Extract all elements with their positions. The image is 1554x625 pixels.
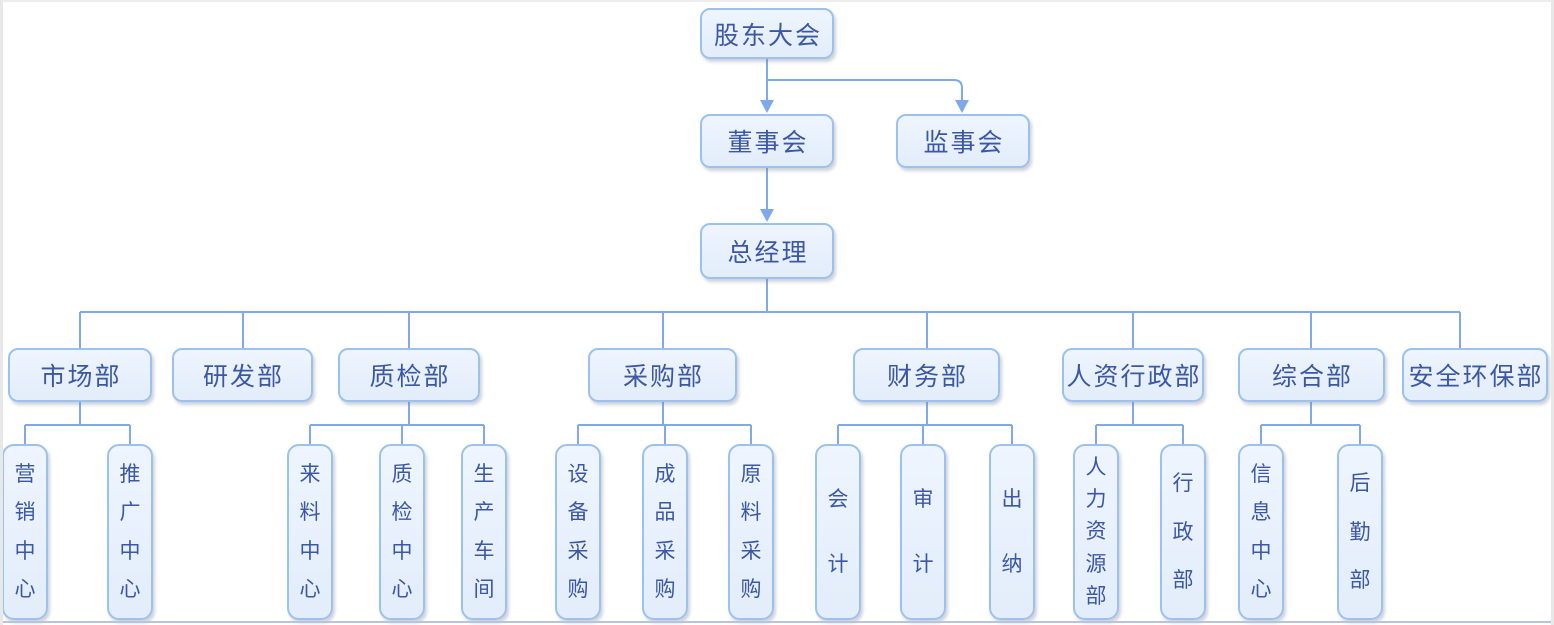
node-procurement-dept[interactable]: 采购部	[588, 348, 737, 402]
node-label: 设备采购	[567, 461, 589, 602]
node-information-center[interactable]: 信息中心	[1238, 444, 1284, 620]
node-marketing-center[interactable]: 营销中心	[2, 444, 48, 620]
node-label: 会计	[827, 487, 849, 576]
node-raw-materials-procurement[interactable]: 原料采购	[728, 444, 774, 620]
node-label: 营销中心	[14, 461, 36, 602]
node-finished-goods-procurement[interactable]: 成品采购	[642, 444, 688, 620]
node-label: 财务部	[886, 364, 968, 391]
node-label: 成品采购	[654, 461, 676, 602]
connector-hr-admin-children	[1095, 402, 1184, 445]
node-label: 股东大会	[713, 22, 822, 50]
node-label: 来料中心	[299, 461, 321, 602]
node-label: 行政部	[1172, 471, 1194, 592]
node-label: 质检中心	[391, 461, 413, 602]
node-label: 推广中心	[119, 461, 141, 602]
node-human-resources-dept[interactable]: 人力资源部	[1073, 444, 1119, 620]
node-quality-dept[interactable]: 质检部	[338, 348, 480, 402]
connector-marketing-children	[24, 402, 131, 445]
arrowhead-gm-icon	[760, 209, 774, 222]
node-label: 市场部	[40, 364, 122, 391]
connector-procurement-children	[577, 402, 752, 445]
node-general-manager[interactable]: 总经理	[700, 223, 834, 279]
node-logistics-dept[interactable]: 后勤部	[1337, 444, 1383, 620]
node-label: 研发部	[202, 364, 284, 391]
node-general-affairs-dept[interactable]: 综合部	[1238, 348, 1385, 402]
node-label: 人资行政部	[1066, 364, 1202, 391]
node-incoming-materials-center[interactable]: 来料中心	[287, 444, 333, 620]
connector-general-affairs-children	[1260, 402, 1361, 445]
connector-shareholders-to-supervisory	[767, 79, 963, 101]
node-hr-admin-dept[interactable]: 人资行政部	[1062, 348, 1204, 402]
node-label: 出纳	[1001, 487, 1023, 576]
node-finance-dept[interactable]: 财务部	[853, 348, 1000, 402]
node-label: 安全环保部	[1408, 364, 1544, 391]
node-label: 生产车间	[473, 461, 495, 602]
node-label: 质检部	[369, 364, 451, 391]
node-audit[interactable]: 审计	[900, 444, 946, 620]
connector-gm-to-departments	[79, 279, 1461, 348]
connector-quality-children	[309, 402, 485, 445]
node-label: 信息中心	[1250, 461, 1272, 602]
canvas-bottom-edge	[0, 621, 1554, 623]
node-quality-inspection-center[interactable]: 质检中心	[379, 444, 425, 620]
node-supervisory-board[interactable]: 监事会	[896, 114, 1030, 168]
node-safety-env-dept[interactable]: 安全环保部	[1402, 348, 1548, 402]
node-label: 后勤部	[1349, 471, 1371, 592]
connector-finance-children	[837, 402, 1013, 445]
node-label: 综合部	[1271, 364, 1353, 391]
node-production-workshop[interactable]: 生产车间	[461, 444, 507, 620]
node-label: 原料采购	[740, 461, 762, 602]
node-label: 监事会	[923, 130, 1005, 157]
node-shareholders-meeting[interactable]: 股东大会	[700, 8, 834, 59]
node-board-of-directors[interactable]: 董事会	[700, 114, 834, 168]
node-promotion-center[interactable]: 推广中心	[107, 444, 153, 620]
node-label: 审计	[912, 487, 934, 576]
node-label: 采购部	[622, 364, 704, 391]
node-marketing-dept[interactable]: 市场部	[8, 348, 152, 402]
node-label: 人力资源部	[1085, 455, 1107, 608]
node-label: 董事会	[727, 130, 809, 157]
node-rnd-dept[interactable]: 研发部	[172, 348, 313, 402]
node-label: 总经理	[727, 240, 809, 267]
node-equipment-procurement[interactable]: 设备采购	[555, 444, 601, 620]
arrowhead-supervisory-icon	[955, 100, 969, 113]
arrowhead-board-icon	[760, 100, 774, 113]
node-cashier[interactable]: 出纳	[989, 444, 1035, 620]
node-admin-dept[interactable]: 行政部	[1160, 444, 1206, 620]
node-accounting[interactable]: 会计	[815, 444, 861, 620]
